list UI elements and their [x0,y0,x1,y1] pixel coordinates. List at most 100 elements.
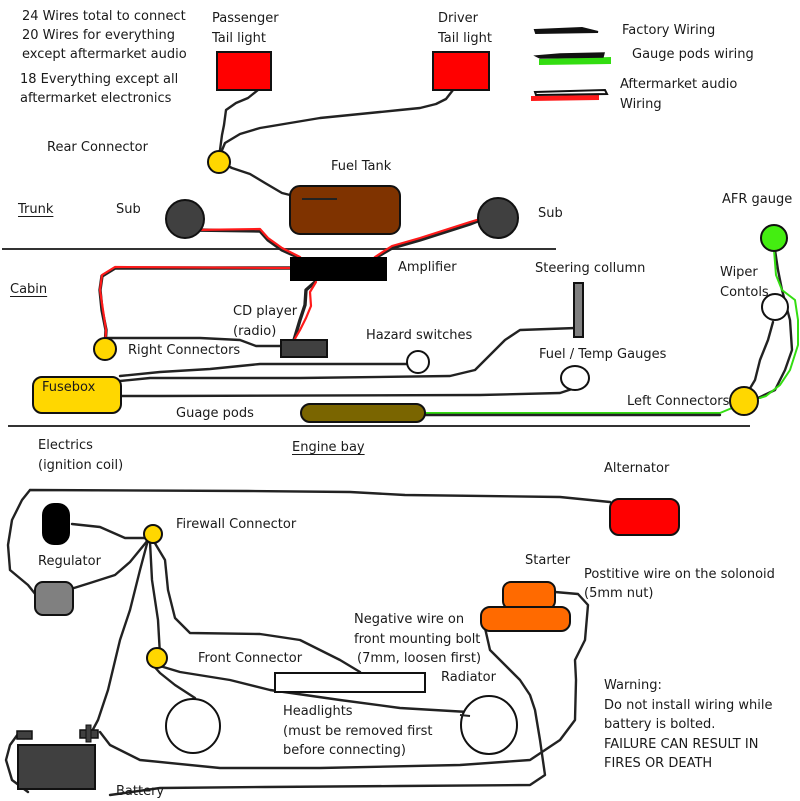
headlight-right [460,695,518,755]
zone-engine-bay-label: Engine bay [292,440,365,455]
zone-trunk-label: Trunk [18,202,54,217]
fuel-temp-gauges [560,365,590,391]
solenoid-label-1: Postitive wire on the solonoid [584,567,775,582]
solenoid-label-2: (5mm nut) [584,586,654,601]
battery-negative-terminal [16,730,33,740]
wire-front-conn-headlight-right [158,664,470,714]
wire-regulator-firewall [72,538,150,590]
electrics-label-1: Electrics [38,438,93,453]
left-connectors [729,386,759,416]
headlights-label-1: Headlights [283,704,353,719]
note-20-wires: 20 Wires for everything [22,28,175,43]
note-total-wires: 24 Wires total to connect [22,9,186,24]
starter-solenoid [502,581,556,610]
sub-left [165,199,205,239]
wire-fusebox-steering [118,326,578,383]
passenger-tail-label-2: Tail light [212,31,266,46]
fusebox-label: Fusebox [42,380,96,395]
wire-solenoid-battery [98,590,590,770]
passenger-tail-label-1: Passenger [212,11,279,26]
legend-audio-label-2: Wiring [620,97,662,112]
cd-player-label-1: CD player [233,304,298,319]
headlight-left [165,698,221,754]
wire-fusebox-hazard [118,362,410,378]
battery-label: Battery [116,784,165,799]
electrics-label-2: (ignition coil) [38,458,124,473]
legend-gauge-swatch-black [533,52,605,59]
battery-positive-post [85,724,92,743]
alternator-label: Alternator [604,461,670,476]
amplifier [290,257,387,281]
starter-motor [480,606,571,632]
alternator [609,498,680,536]
amplifier-label: Amplifier [398,260,457,275]
left-connectors-label: Left Connectors [627,394,730,409]
wire-sub-right-audio [373,217,482,259]
wire-passenger-tail [216,88,260,162]
legend-factory-label: Factory Wiring [622,23,716,38]
zone-cabin-label: Cabin [10,282,48,297]
wire-sub-right-under [373,218,482,260]
passenger-tail-light [216,51,272,91]
wire-afr-leftconn-gauge [759,249,799,399]
rear-connector-label: Rear Connector [47,140,148,155]
cd-player [280,339,328,358]
headlight-right-wire-end [459,714,471,717]
front-connector [146,647,168,669]
wiper-label-1: Wiper [720,265,758,280]
legend-audio-swatch-black [533,88,609,97]
headlights-label-3: before connecting) [283,743,406,758]
driver-tail-label-1: Driver [438,11,479,26]
legend-audio-label-1: Aftermarket audio [620,77,738,92]
note-18-wires: 18 Everything except all [20,72,179,87]
sub-right [477,197,519,239]
radiator-label: Radiator [441,670,496,685]
warning-title: Warning: [604,678,662,693]
headlights-label-2: (must be removed first [283,724,433,739]
legend-factory-swatch [533,26,599,35]
wire-fusebox-fueltemp [118,386,577,398]
right-connectors [93,337,117,361]
steering-column-label: Steering collumn [535,261,646,276]
note-except-audio: except aftermarket audio [22,47,187,62]
legend-audio-swatch-red [531,94,599,102]
wire-driver-tail [218,88,455,157]
warning-line-3: battery is bolted. [604,717,716,732]
firewall-connector-label: Firewall Connector [176,517,297,532]
battery [17,744,96,790]
steering-column [573,282,584,338]
fuel-temp-label: Fuel / Temp Gauges [539,347,667,362]
hazard-switches-label: Hazard switches [366,328,473,343]
wire-firewall-front-conn [148,540,162,657]
front-connector-label: Front Connector [198,651,303,666]
afr-gauge-label: AFR gauge [722,192,793,207]
fuel-tank-label: Fuel Tank [331,159,392,174]
wire-gaugepods-leftconn [424,407,733,414]
wire-electrics-alternator [6,488,612,597]
wiper-controls [761,293,789,321]
negative-wire-label-2: front mounting bolt [354,632,481,647]
wire-wiper-leftconn [747,320,775,392]
driver-tail-label-2: Tail light [438,31,492,46]
note-except-electronics: aftermarket electronics [20,91,172,106]
gauge-pods-label: Guage pods [176,406,254,421]
afr-gauge [760,224,788,252]
rear-connector [207,150,231,174]
legend-gauge-swatch-green [539,56,611,66]
wire-firewall-battery [88,538,150,737]
warning-line-2: Do not install wiring while [604,698,773,713]
sub-left-label: Sub [116,202,141,217]
wire-starter-battery [108,626,547,797]
sub-right-label: Sub [538,206,563,221]
wire-amp-cd-audio [291,280,318,344]
wire-amp-right-conn-audio [98,265,292,350]
driver-tail-light [432,51,490,91]
gauge-pods [300,403,426,423]
cd-player-label-2: (radio) [233,324,277,339]
wire-firewall-negative [151,538,362,674]
ignition-coil [42,503,70,545]
radiator [274,672,426,693]
hazard-switches [406,350,430,374]
warning-line-5: FIRES OR DEATH [604,756,713,771]
